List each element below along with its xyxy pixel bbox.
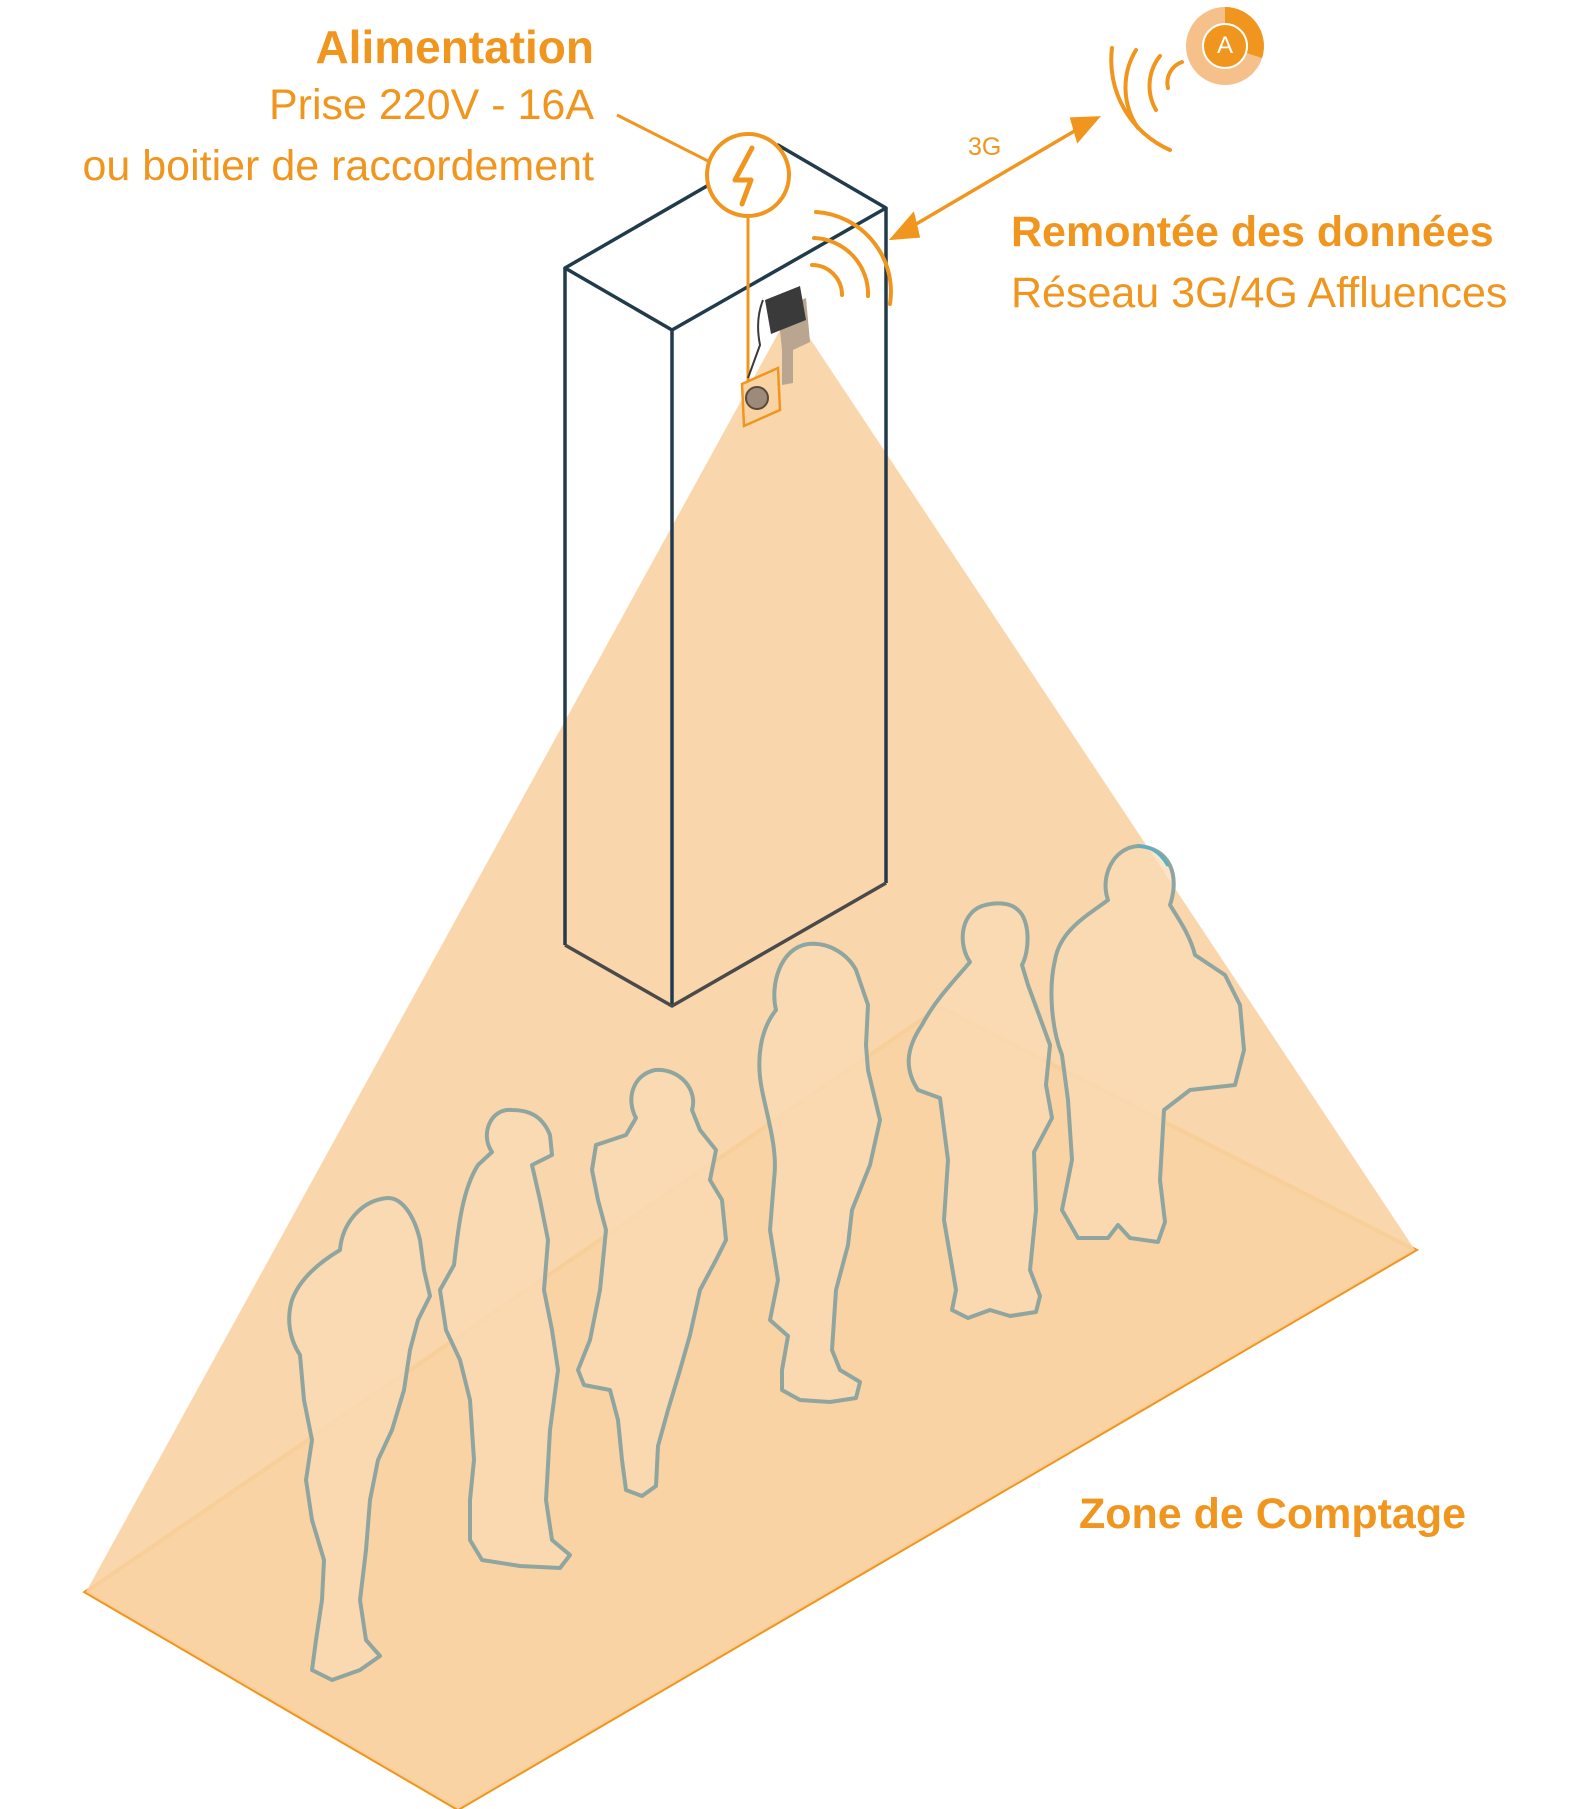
wifi-waves-icon: [810, 210, 893, 306]
label-leader-line: [616, 113, 713, 165]
person-silhouette: [287, 1196, 432, 1682]
power-socket-icon: [740, 366, 782, 428]
head-accent: [1137, 844, 1170, 867]
person-silhouette: [1049, 844, 1246, 1244]
person-silhouette: [438, 1107, 572, 1570]
data-uplink-title: Remontée des données: [1011, 208, 1494, 256]
counting-zone-label: Zone de Comptage: [1079, 1490, 1467, 1538]
person-silhouette: [757, 941, 882, 1404]
logo-letter: A: [1216, 32, 1233, 59]
power-spec-line: Prise 220V - 16A: [268, 81, 594, 129]
coverage-cone: [86, 310, 1415, 1809]
remote-wifi-waves-icon: [1109, 46, 1184, 152]
power-title: Alimentation: [315, 21, 594, 73]
link-type-label: 3G: [968, 133, 1002, 161]
sensor-camera-icon: [747, 286, 810, 385]
data-uplink-network: Réseau 3G/4G Affluences: [1011, 269, 1508, 317]
lightning-icon: [705, 132, 791, 218]
people-silhouettes: [287, 844, 1246, 1682]
person-silhouette: [576, 1067, 728, 1498]
pillar-bottom: [564, 881, 887, 1008]
logo-icon: [1186, 7, 1264, 85]
person-silhouette: [906, 901, 1054, 1320]
uplink-arrow: [888, 116, 1101, 241]
power-alt-line: ou boitier de raccordement: [82, 142, 594, 190]
